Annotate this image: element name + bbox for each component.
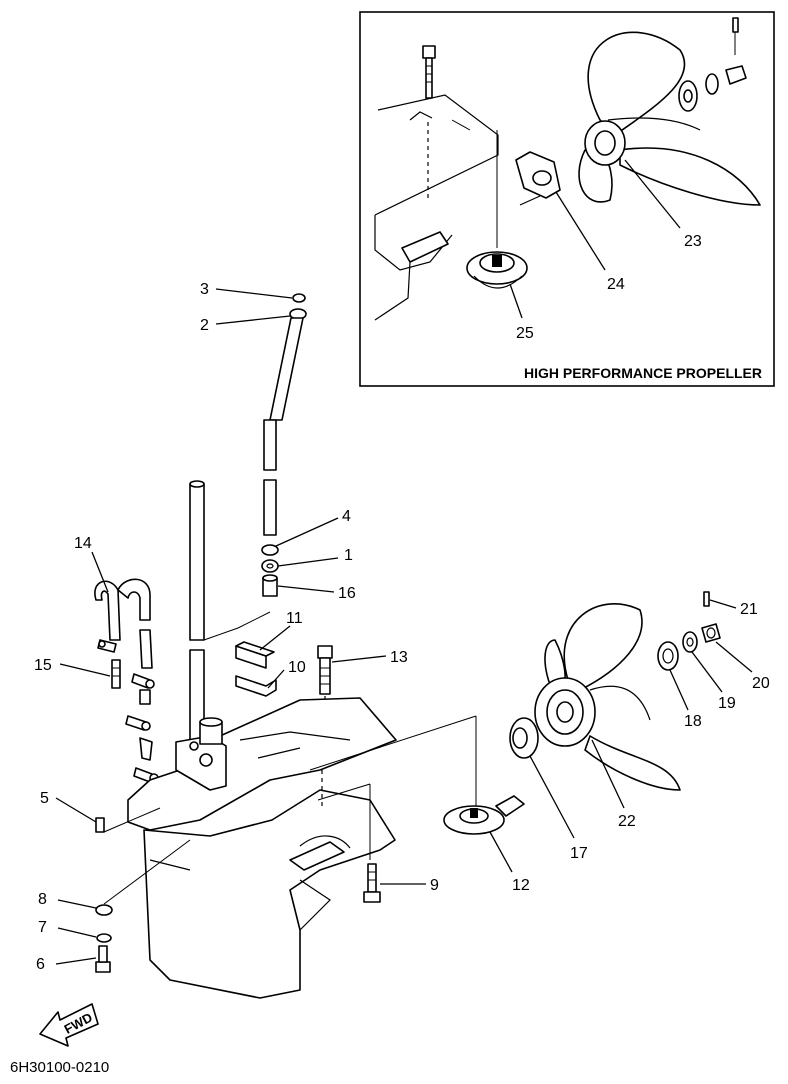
part-8-washer — [95, 904, 113, 916]
leader-2 — [215, 315, 291, 325]
fwd-arrow-icon: FWD — [39, 1003, 99, 1047]
callout-12: 12 — [512, 877, 530, 894]
leader-23 — [624, 159, 681, 229]
inset-bolt — [422, 45, 436, 99]
callout-4: 4 — [342, 508, 351, 525]
part-6-bolt — [95, 945, 111, 973]
inset-panel: 23 24 25 HIGH PERFORMANCE PROPELLER — [359, 11, 775, 387]
part-12-trim-tab — [443, 795, 525, 835]
callout-5: 5 — [40, 790, 49, 807]
part-10-cover — [235, 675, 277, 697]
part-18-spacer — [657, 641, 679, 671]
callout-7: 7 — [38, 919, 47, 936]
leader-19 — [691, 651, 723, 693]
callout-11: 11 — [286, 610, 303, 627]
leader-3 — [215, 288, 293, 299]
callout-2: 2 — [200, 317, 209, 334]
leader-15 — [59, 663, 111, 677]
leader-8 — [57, 899, 97, 909]
part-3-washer — [292, 293, 306, 303]
part-14-water-tube — [94, 578, 153, 669]
part-9-bolt — [363, 863, 381, 903]
leader-4 — [275, 517, 339, 547]
leader-21 — [709, 599, 737, 609]
leader-6 — [55, 957, 97, 965]
part-23-propeller — [578, 31, 761, 206]
part-5-pin — [95, 817, 105, 833]
callout-24: 24 — [607, 276, 625, 293]
callout-23: 23 — [684, 233, 702, 250]
part-19-washer — [682, 631, 698, 653]
part-4-seal — [261, 544, 279, 556]
leader-22 — [591, 739, 625, 809]
part-7-washer — [96, 933, 112, 943]
inset-gear-case — [374, 94, 499, 321]
leader-20 — [715, 641, 753, 673]
callout-17: 17 — [570, 845, 588, 862]
callout-10: 10 — [288, 659, 306, 676]
leader-18 — [669, 669, 689, 711]
leader-13 — [331, 655, 387, 663]
callout-15: 15 — [34, 657, 52, 674]
callout-18: 18 — [684, 713, 702, 730]
callout-9: 9 — [430, 877, 439, 894]
part-22-propeller — [534, 603, 681, 791]
callout-21: 21 — [740, 601, 758, 618]
part-25-trim-tab — [466, 130, 528, 289]
callout-19: 19 — [718, 695, 736, 712]
callout-20: 20 — [752, 675, 770, 692]
diagram-code: 6H30100-0210 — [10, 1059, 109, 1076]
leader-11 — [259, 625, 291, 651]
callout-13: 13 — [390, 649, 408, 666]
leader-14 — [91, 551, 109, 593]
drive-shaft — [189, 480, 271, 741]
part-20-nut — [701, 623, 721, 643]
callout-22: 22 — [618, 813, 636, 830]
lower-gear-case — [127, 697, 477, 999]
inset-hub-hardware — [678, 17, 747, 112]
leader-1 — [277, 557, 339, 567]
inset-title: HIGH PERFORMANCE PROPELLER — [524, 365, 762, 381]
leader-16 — [277, 585, 335, 593]
shift-rod-assembly — [261, 293, 307, 597]
leader-17 — [529, 755, 575, 839]
leader-7 — [57, 927, 97, 938]
callout-25: 25 — [516, 325, 534, 342]
part-21-cotter-pin — [703, 591, 710, 607]
callout-1: 1 — [344, 547, 353, 564]
leader-5 — [55, 797, 97, 823]
leader-25 — [509, 283, 523, 319]
part-24-spacer — [515, 151, 561, 206]
callout-16: 16 — [338, 585, 356, 602]
leader-12 — [489, 831, 513, 873]
part-17-thrust-washer — [509, 717, 539, 759]
leader-24 — [555, 191, 606, 271]
callout-3: 3 — [200, 281, 209, 298]
leader-10 — [267, 669, 285, 689]
callout-14: 14 — [74, 535, 92, 552]
part-11-grommet — [235, 641, 275, 669]
part-1-bushing — [261, 559, 279, 573]
callout-8: 8 — [38, 891, 47, 908]
callout-6: 6 — [36, 956, 45, 973]
